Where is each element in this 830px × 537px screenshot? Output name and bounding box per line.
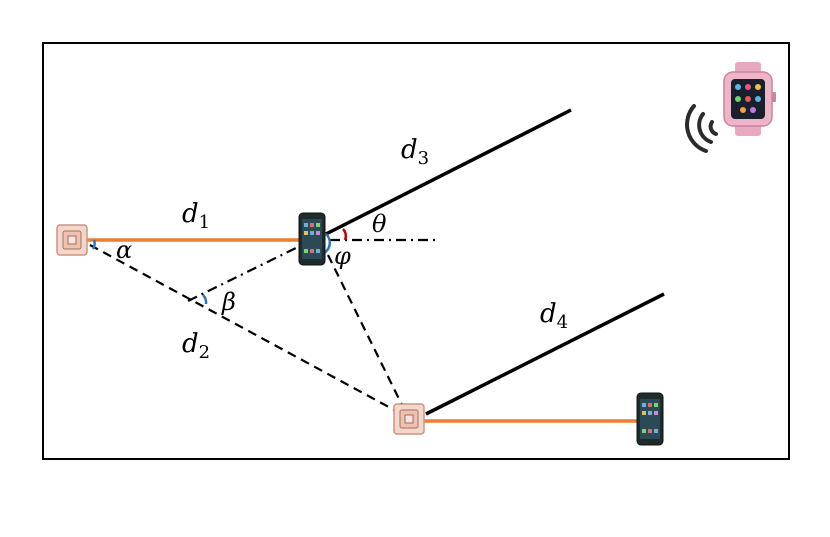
wireless-signal-icon [685, 104, 718, 153]
label-d2: d2 [182, 329, 210, 363]
label-d4: d4 [540, 299, 568, 333]
label-theta: θ [372, 210, 387, 238]
diagram-frame [42, 42, 790, 460]
label-d1: d1 [182, 199, 210, 233]
signal-anchor-icon [393, 403, 425, 435]
dashed-line-phone-to-bottom-anchor [327, 254, 403, 406]
dashdot-line-beta-to-phone [187, 245, 301, 302]
label-alpha: α [116, 236, 132, 264]
angle-arc-theta [342, 228, 348, 241]
smartwatch-icon [723, 62, 776, 136]
smartphone-icon [636, 392, 664, 446]
line-d3 [325, 108, 572, 236]
signal-anchor-icon [56, 224, 88, 256]
dashed-line-anchor-to-bottom-anchor [89, 244, 399, 413]
label-beta: β [221, 288, 236, 316]
label-d3: d3 [401, 135, 429, 169]
angle-arc-alpha [91, 239, 96, 250]
smartphone-icon [298, 212, 326, 266]
angle-arc-beta [202, 294, 208, 305]
label-phi: φ [334, 242, 351, 270]
line-d4 [425, 292, 665, 416]
